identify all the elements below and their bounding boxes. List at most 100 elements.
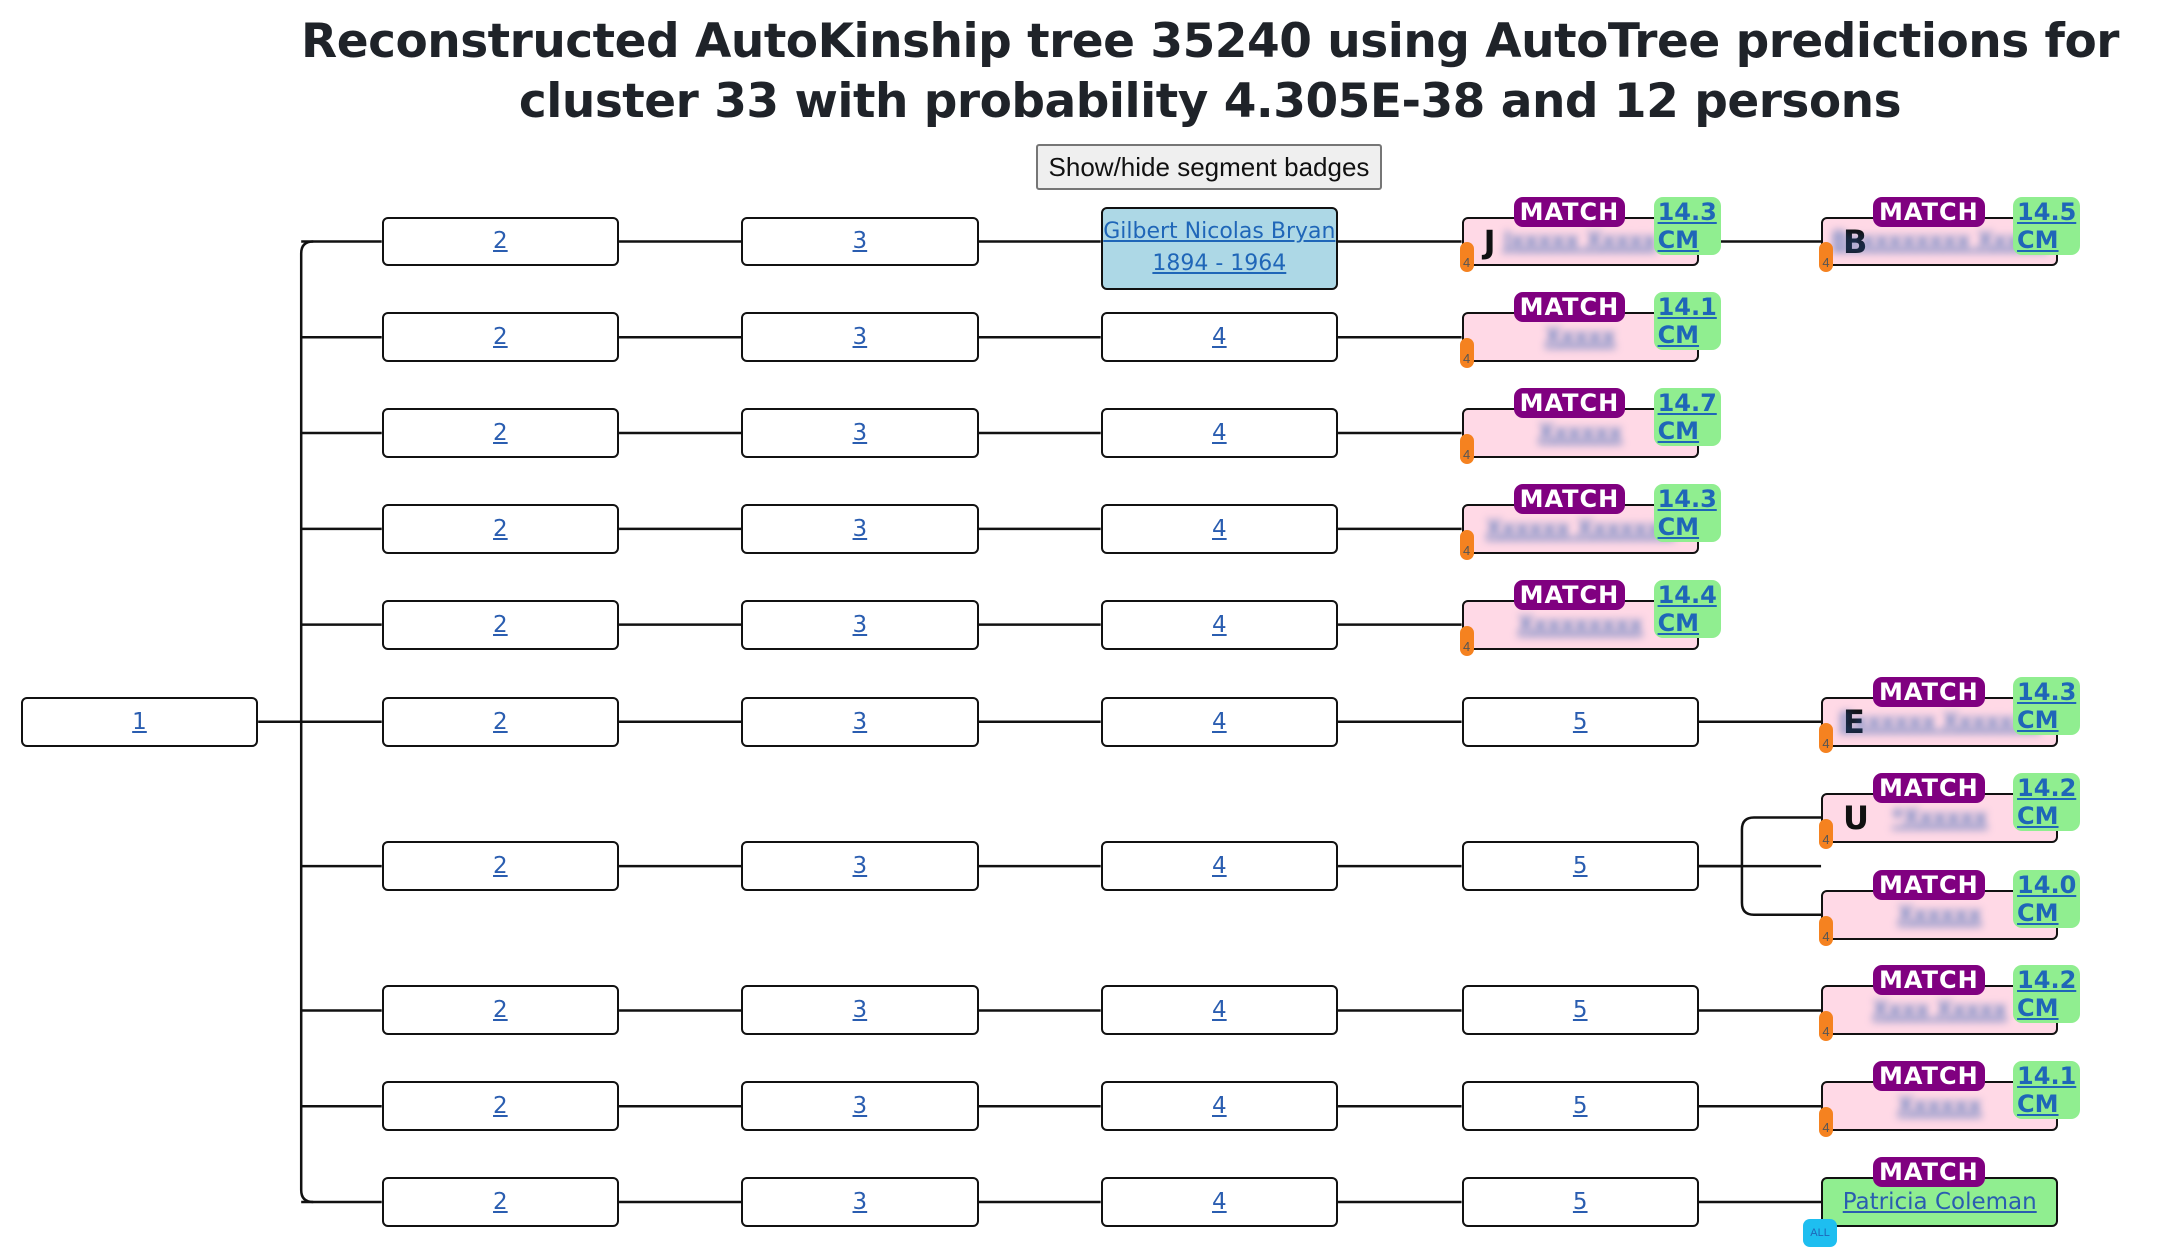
- match-name-link[interactable]: Exxxxxx Xxxxxxx: [1839, 708, 2041, 735]
- ancestor-node-link[interactable]: 3: [852, 997, 868, 1024]
- ancestor-node-link[interactable]: 3: [852, 228, 868, 255]
- ancestor-node-link[interactable]: 4: [1212, 515, 1227, 542]
- cm-badge-link[interactable]: 14.3 CM: [1653, 196, 1721, 255]
- person-years-link[interactable]: 1894 - 1964: [1152, 251, 1287, 277]
- segment-badge[interactable]: 4: [1819, 242, 1834, 273]
- cm-badge-link[interactable]: 14.2 CM: [2013, 965, 2081, 1024]
- ancestor-node-link[interactable]: 4: [1212, 708, 1227, 735]
- ancestor-node: 2: [381, 841, 620, 892]
- segment-badge[interactable]: 4: [1819, 1011, 1834, 1042]
- ancestor-node-link[interactable]: 2: [493, 420, 508, 447]
- ancestor-node: 3: [741, 696, 979, 747]
- ancestor-node: 3: [741, 599, 979, 650]
- ancestor-node-link[interactable]: 4: [1212, 324, 1227, 351]
- match-name-link[interactable]: Xxxxx: [1545, 324, 1616, 351]
- ancestor-node-link[interactable]: 3: [852, 611, 868, 638]
- match-badge: MATCH: [1873, 196, 1985, 227]
- segment-badge[interactable]: 4: [1819, 915, 1834, 946]
- segment-badge[interactable]: 4: [1819, 818, 1834, 849]
- ancestor-node-link[interactable]: 5: [1572, 997, 1588, 1024]
- segment-badge[interactable]: 4: [1819, 1107, 1834, 1138]
- ancestor-node-link[interactable]: 5: [1572, 1093, 1588, 1120]
- match-name-link[interactable]: Xxxx Xxxxx: [1872, 997, 2007, 1024]
- ancestor-node: 5: [1461, 696, 1699, 747]
- ancestor-node-link[interactable]: 3: [852, 853, 868, 880]
- match-letter-label: B: [1843, 222, 1868, 261]
- person-name-link[interactable]: Gilbert Nicolas Bryan: [1103, 219, 1336, 245]
- ancestor-node: 5: [1461, 1177, 1699, 1227]
- ancestor-node-link[interactable]: 2: [493, 708, 508, 735]
- ancestor-node-link[interactable]: 2: [493, 324, 508, 351]
- ancestor-node-link[interactable]: 4: [1212, 997, 1227, 1024]
- ancestor-node-link[interactable]: 3: [852, 324, 868, 351]
- ancestor-node: 2: [381, 1177, 620, 1227]
- ancestor-node-link[interactable]: 4: [1212, 1093, 1227, 1120]
- match-name-link[interactable]: Patricia Coleman: [1842, 1188, 2037, 1215]
- cm-badge-link[interactable]: 14.1 CM: [2013, 1061, 2081, 1120]
- root-node: 1: [20, 696, 259, 747]
- ancestor-node-link[interactable]: 5: [1572, 853, 1588, 880]
- cm-badge-link[interactable]: 14.1 CM: [1653, 292, 1721, 351]
- cm-badge-link[interactable]: 14.0 CM: [2013, 869, 2081, 928]
- match-name-link[interactable]: Jxxxxx Xxxxx: [1504, 228, 1657, 255]
- segment-badge[interactable]: 4: [1459, 434, 1474, 465]
- match-name-link[interactable]: Xxxxxx Xxxxxxx: [1485, 515, 1675, 542]
- ancestor-node-link[interactable]: 4: [1212, 853, 1227, 880]
- segment-badge[interactable]: 4: [1459, 338, 1474, 369]
- ancestor-node: 4: [1100, 985, 1339, 1036]
- cm-badge-link[interactable]: 14.3 CM: [2013, 676, 2081, 735]
- match-name-link[interactable]: Bxxxxxxxxx Xxxxx: [1831, 228, 2048, 255]
- toggle-segment-badges-button[interactable]: Show/hide segment badges: [1036, 144, 1382, 190]
- ancestor-node: 2: [381, 985, 620, 1036]
- ancestor-node-link[interactable]: 3: [852, 708, 868, 735]
- ancestor-node-link[interactable]: 3: [852, 420, 868, 447]
- ancestor-node-link[interactable]: 4: [1212, 1188, 1227, 1215]
- match-name-link[interactable]: Xxxxxxxxx: [1517, 611, 1643, 638]
- ancestor-node-link[interactable]: 3: [852, 515, 868, 542]
- ancestor-node-link[interactable]: 2: [493, 611, 508, 638]
- ancestor-node-link[interactable]: 3: [852, 1093, 868, 1120]
- ancestor-node: 3: [741, 216, 979, 267]
- match-letter-label: U: [1843, 798, 1870, 837]
- match-badge: MATCH: [1873, 869, 1985, 900]
- segment-badge[interactable]: 4: [1459, 242, 1474, 273]
- match-name-link[interactable]: Xxxxxx: [1538, 420, 1623, 447]
- ancestor-node-link[interactable]: 5: [1572, 1188, 1588, 1215]
- ancestor-node-link[interactable]: 2: [493, 1093, 508, 1120]
- ancestor-node-link[interactable]: 2: [493, 515, 508, 542]
- ancestor-node-link[interactable]: 4: [1212, 611, 1227, 638]
- match-badge: MATCH: [1873, 676, 1985, 707]
- cm-badge-link[interactable]: 14.3 CM: [1653, 483, 1721, 542]
- segment-badge[interactable]: 4: [1819, 722, 1834, 753]
- ancestor-node-link[interactable]: 4: [1212, 420, 1227, 447]
- ancestor-node-link[interactable]: 2: [493, 997, 508, 1024]
- match-letter-label: E: [1843, 702, 1865, 741]
- ancestor-node-link[interactable]: 2: [493, 228, 508, 255]
- cm-badge-link[interactable]: 14.7 CM: [1653, 388, 1721, 447]
- ancestor-node: 4: [1100, 1177, 1339, 1227]
- match-name-link[interactable]: Xxxxxx: [1897, 1093, 1982, 1120]
- ancestor-node-link[interactable]: 2: [493, 1188, 508, 1215]
- ancestor-node: 5: [1461, 985, 1699, 1036]
- segment-badge[interactable]: 4: [1459, 529, 1474, 560]
- ancestor-node: 3: [741, 408, 979, 459]
- segment-badge[interactable]: 4: [1459, 625, 1474, 656]
- ancestor-node-link[interactable]: 5: [1572, 708, 1588, 735]
- cm-badge-link[interactable]: 14.4 CM: [1653, 579, 1721, 638]
- root-node-link[interactable]: 1: [132, 708, 147, 735]
- match-badge: MATCH: [1513, 196, 1626, 227]
- cm-badge-link[interactable]: 14.2 CM: [2013, 772, 2081, 831]
- match-name-link[interactable]: Xxxxxx: [1897, 901, 1982, 928]
- ancestor-node: 3: [741, 841, 979, 892]
- segment-badge[interactable]: ALL: [1803, 1218, 1838, 1247]
- cm-badge-link[interactable]: 14.5 CM: [2013, 196, 2081, 255]
- match-name-link[interactable]: *Xxxxxx: [1892, 804, 1988, 831]
- ancestor-node-link[interactable]: 2: [493, 853, 508, 880]
- ancestor-node: 3: [741, 312, 979, 363]
- ancestor-node-link[interactable]: 3: [852, 1188, 868, 1215]
